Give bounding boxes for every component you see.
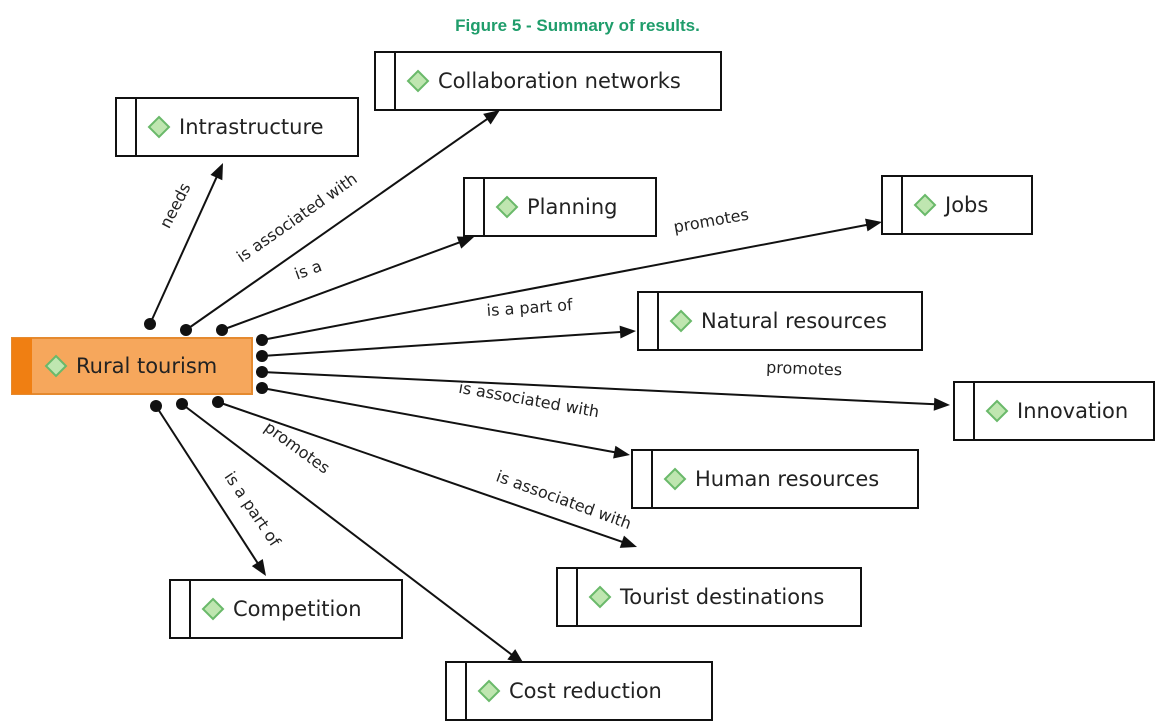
- arrowhead: [483, 110, 500, 125]
- concept-label: Competition: [233, 597, 362, 621]
- relation-line: [155, 405, 261, 567]
- relation-start-dot: [256, 366, 268, 378]
- relation-natural-resources: is a part of: [256, 295, 636, 362]
- diamond-icon: [913, 193, 937, 217]
- relation-intrastructure: needs: [144, 163, 223, 330]
- concept-label: Cost reduction: [509, 679, 662, 703]
- diamond-icon: [669, 309, 693, 333]
- concept-node-tourist-destinations[interactable]: Tourist destinations: [556, 567, 862, 627]
- diamond-icon: [588, 585, 612, 609]
- relation-line: [261, 371, 939, 406]
- relation-start-dot: [256, 350, 268, 362]
- relation-line: [149, 173, 219, 325]
- concept-node-innovation[interactable]: Innovation: [953, 381, 1155, 441]
- relation-line: [261, 387, 619, 454]
- concept-node-planning[interactable]: Planning: [463, 177, 657, 237]
- relation-label: is a part of: [221, 468, 285, 550]
- relation-label: is associated with: [494, 467, 634, 534]
- concept-box: [374, 51, 722, 111]
- arrowhead: [251, 559, 266, 576]
- diamond-icon: [477, 679, 501, 703]
- relation-start-dot: [176, 398, 188, 410]
- concept-label: Natural resources: [701, 309, 887, 333]
- diamond-icon: [147, 115, 171, 139]
- concept-box: [881, 175, 1033, 235]
- relation-start-dot: [144, 318, 156, 330]
- arrowhead: [619, 325, 636, 339]
- relation-label: promotes: [672, 205, 750, 237]
- concept-node-natural-resources[interactable]: Natural resources: [637, 291, 923, 351]
- concept-label: Human resources: [695, 467, 879, 491]
- arrowhead: [613, 445, 630, 459]
- relation-label: promotes: [766, 358, 843, 380]
- relation-label: is a part of: [486, 295, 574, 320]
- arrowhead: [210, 163, 223, 181]
- relation-start-dot: [256, 334, 268, 346]
- relation-planning: is a: [216, 236, 474, 336]
- concepts-layer: Intrastructure Collaboration networksPlan…: [11, 51, 1155, 721]
- arrowhead: [619, 535, 637, 548]
- concept-label: Jobs: [943, 193, 988, 217]
- arrowhead: [507, 649, 524, 664]
- arrowhead: [456, 236, 474, 249]
- relation-line: [217, 401, 626, 545]
- relation-label: promotes: [261, 418, 334, 478]
- diamond-icon: [495, 195, 519, 219]
- concept-label: Intrastructure: [179, 115, 324, 139]
- arrowhead: [933, 397, 950, 411]
- relation-start-dot: [256, 382, 268, 394]
- concept-label: Planning: [527, 195, 617, 219]
- relation-start-dot: [180, 324, 192, 336]
- figure-title: Figure 5 - Summary of results.: [455, 16, 700, 35]
- concept-label: Collaboration networks: [438, 69, 681, 93]
- concept-node-human-resources[interactable]: Human resources: [631, 449, 919, 509]
- diamond-icon: [201, 597, 225, 621]
- concept-node-intrastructure[interactable]: Intrastructure: [115, 97, 359, 157]
- relation-start-dot: [216, 324, 228, 336]
- relation-start-dot: [150, 400, 162, 412]
- diamond-icon: [663, 467, 687, 491]
- relation-line: [261, 223, 871, 341]
- arrowhead: [865, 218, 882, 232]
- central-box-bar: [12, 338, 32, 394]
- concept-label: Tourist destinations: [619, 585, 824, 609]
- concept-node-jobs[interactable]: Jobs: [881, 175, 1033, 235]
- relation-line: [181, 403, 516, 658]
- diamond-icon: [406, 69, 430, 93]
- diamond-icon: [44, 354, 68, 378]
- relation-innovation: promotes: [256, 358, 950, 411]
- concept-node-competition[interactable]: Competition: [169, 579, 403, 639]
- concept-node-cost-reduction[interactable]: Cost reduction: [445, 661, 713, 721]
- relation-line: [185, 116, 491, 331]
- relation-line: [221, 240, 464, 331]
- diamond-icon: [985, 399, 1009, 423]
- relation-line: [261, 330, 625, 357]
- concept-node-collaboration-networks[interactable]: Collaboration networks: [374, 51, 722, 111]
- relation-label: is a: [292, 256, 325, 283]
- relation-start-dot: [212, 396, 224, 408]
- central-node-rural-tourism[interactable]: Rural tourism: [11, 337, 253, 395]
- relation-label: needs: [156, 180, 195, 232]
- central-label: Rural tourism: [76, 354, 217, 378]
- concept-label: Innovation: [1017, 399, 1128, 423]
